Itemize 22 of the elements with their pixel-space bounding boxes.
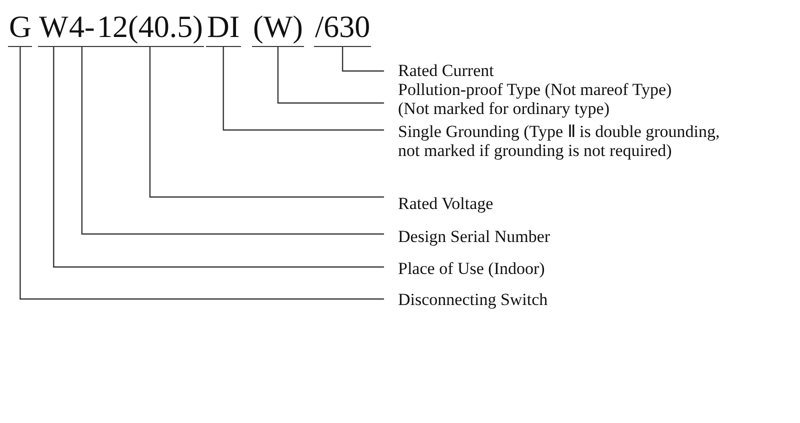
description-text: (Not marked for ordinary type) [398, 99, 610, 118]
description-text: Single Grounding (Type Ⅱ is double grounding, not marked if grounding is not required) [398, 122, 728, 160]
model-code-segment: 4- [68, 10, 96, 47]
model-code-segment: /630 [314, 10, 372, 47]
leader-line [20, 47, 384, 300]
description-text: Disconnecting Switch [398, 290, 548, 309]
description-text: Pollution-proof Type (Not mareof Type) [398, 80, 672, 99]
leader-line [81, 47, 384, 235]
leader-line [277, 47, 384, 104]
model-code-segment: W [38, 10, 70, 47]
model-code-segment: DI [206, 10, 241, 47]
description-text: Rated Current [398, 61, 494, 80]
description-text: Rated Voltage [398, 194, 494, 213]
model-code-segment: G [8, 10, 32, 47]
model-code-segment: 12(40.5) [96, 10, 204, 47]
description-text: Design Serial Number [398, 227, 550, 246]
model-code-segment: (W) [252, 10, 304, 47]
leader-line [222, 47, 384, 131]
leader-line [53, 47, 384, 268]
description-text: Place of Use (Indoor) [398, 259, 545, 278]
leader-line [342, 47, 384, 72]
leader-line [149, 47, 384, 198]
